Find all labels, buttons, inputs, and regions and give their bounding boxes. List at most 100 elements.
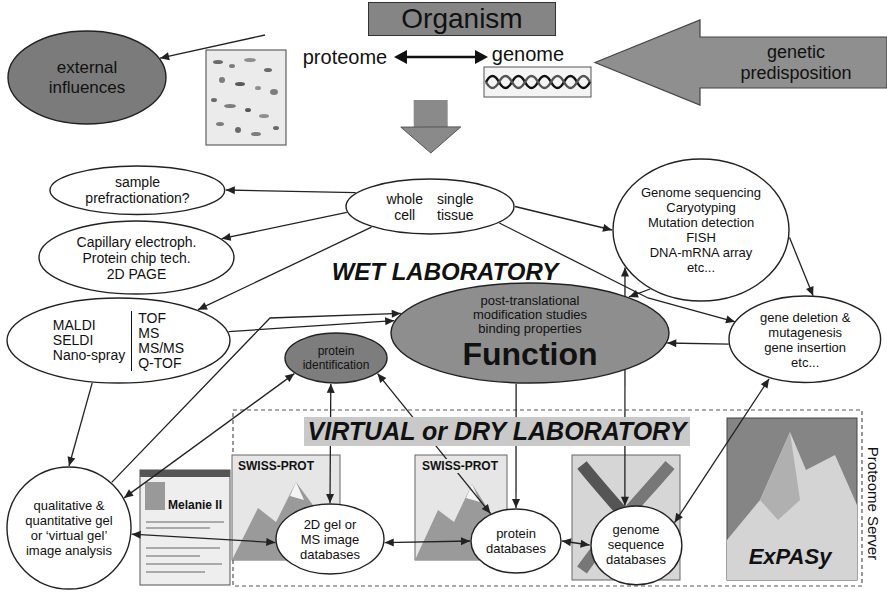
ellipse-shape: [8, 31, 166, 124]
database-ellipse: 2D gel or MS image databases: [275, 503, 385, 575]
node-content: 2D gel or MS image databases: [300, 517, 360, 562]
node-text: proteome: [303, 45, 388, 69]
connector-line: [160, 35, 265, 58]
text-line: Nano-spray: [53, 348, 125, 363]
connector: [160, 35, 265, 60]
connector-line: [222, 212, 347, 238]
arrowhead: [285, 374, 295, 383]
arrow-shape: [595, 20, 887, 105]
connector: [112, 310, 401, 483]
node-text: genome: [492, 42, 564, 66]
ellipse-shape: [7, 298, 230, 383]
arrowhead: [124, 489, 134, 498]
text-line: mutagenesis: [760, 325, 850, 340]
connector-line: [790, 238, 814, 296]
arrowhead: [806, 286, 813, 296]
text-line: post-translational: [473, 294, 587, 308]
text-line: identification: [303, 358, 370, 372]
arrowhead: [327, 384, 335, 393]
node-content: MALDI SELDI Nano-sprayTOF MS MS/MS Q-TOF: [53, 311, 184, 371]
arrowhead: [761, 379, 769, 389]
ellipse-shape: [591, 506, 682, 585]
text-line: FISH: [641, 230, 761, 245]
text-line: single: [437, 191, 474, 207]
ellipse-shape: [39, 221, 234, 294]
arrowhead: [222, 233, 232, 241]
ellipse-shape: [346, 179, 514, 234]
text-line: tissue: [437, 207, 474, 223]
gel-image: [206, 50, 286, 145]
arrowhead: [629, 290, 639, 297]
text-line: 2D gel or: [300, 517, 360, 532]
melanie-screenshot: [140, 470, 230, 585]
text-line: Q-TOF: [138, 356, 184, 371]
block-arrow-body: [414, 100, 448, 129]
text-line: Mutation detection: [641, 215, 761, 230]
arrowhead: [326, 494, 334, 503]
method-ellipse: sample prefractionation?: [49, 165, 226, 215]
arrowhead: [667, 339, 676, 347]
arrowhead: [160, 52, 170, 60]
arrowhead: [482, 504, 491, 514]
ellipse-shape: [276, 504, 384, 574]
connector: [124, 374, 294, 498]
shape-outline: [6, 297, 231, 384]
text-line: influences: [49, 78, 126, 98]
node-content: protein databases: [486, 526, 546, 556]
node-content: genome sequence databases: [606, 522, 666, 567]
connector: [667, 339, 729, 347]
method-ellipse: Capillary electroph. Protein chip tech. …: [38, 220, 235, 295]
database-ellipse: genome sequence databases: [590, 505, 683, 586]
text-line: etc...: [641, 260, 761, 275]
node-content: Capillary electroph. Protein chip tech. …: [77, 234, 197, 282]
arrowhead: [198, 302, 208, 309]
node-content: sample prefractionation?: [85, 174, 189, 206]
text-line: Protein chip tech.: [77, 250, 197, 266]
text-line: cell: [386, 207, 423, 223]
connector-line: [132, 534, 276, 542]
node-content: post-translational modification studies …: [462, 294, 597, 372]
arrowhead: [725, 316, 735, 324]
node-text: whole cell: [386, 191, 423, 223]
connector-line: [226, 190, 356, 193]
connector-line: [675, 379, 770, 523]
text-line: gene deletion &: [760, 310, 850, 325]
text-line: sample: [85, 174, 189, 190]
node-text: protein databases: [486, 526, 546, 556]
text-line: gene insertion: [760, 340, 850, 355]
text-line: DNA-mRNA array: [641, 245, 761, 260]
text-line: external: [49, 58, 126, 78]
method-circle: Genome sequencing Caryotyping Mutation d…: [612, 158, 790, 302]
connector: [629, 289, 650, 298]
image-label: SWISS-PROT: [236, 459, 316, 473]
arrowhead: [226, 186, 235, 194]
connector-line: [667, 343, 729, 344]
connector: [229, 317, 395, 331]
text-line: databases: [300, 547, 360, 562]
identification-ellipse: protein identification: [284, 332, 388, 384]
connector: [132, 531, 276, 546]
arrowhead: [401, 127, 461, 153]
lab-panel: WET LABORATORYsample prefractionation?wh…: [5, 153, 883, 385]
sample-ellipse: whole cell single tissue: [345, 178, 515, 235]
text-line: protein: [303, 344, 370, 358]
connector-line: [112, 313, 401, 482]
text-line: quantitative gel: [25, 513, 112, 528]
text-line: TOF: [138, 311, 184, 326]
text-line: Caryotyping: [641, 200, 761, 215]
arrowhead: [602, 224, 612, 232]
method-ellipse: MALDI SELDI Nano-sprayTOF MS MS/MS Q-TOF: [6, 297, 231, 384]
text-line: MS: [138, 326, 184, 341]
text-line: sequence: [606, 537, 666, 552]
arrowhead: [385, 538, 394, 546]
text-line: etc...: [760, 355, 850, 370]
connector: [515, 207, 612, 232]
node-content: genetic predisposition: [740, 42, 851, 84]
tool-circle: qualitative & quantitative gel or ‘virtu…: [6, 466, 132, 590]
expasy-image: [727, 418, 857, 580]
text-line: SELDI: [53, 333, 125, 348]
node-text: genetic predisposition: [740, 42, 851, 84]
text-line: Capillary electroph.: [77, 234, 197, 250]
text-line: binding properties: [473, 322, 587, 336]
double-arrow: [394, 50, 488, 64]
